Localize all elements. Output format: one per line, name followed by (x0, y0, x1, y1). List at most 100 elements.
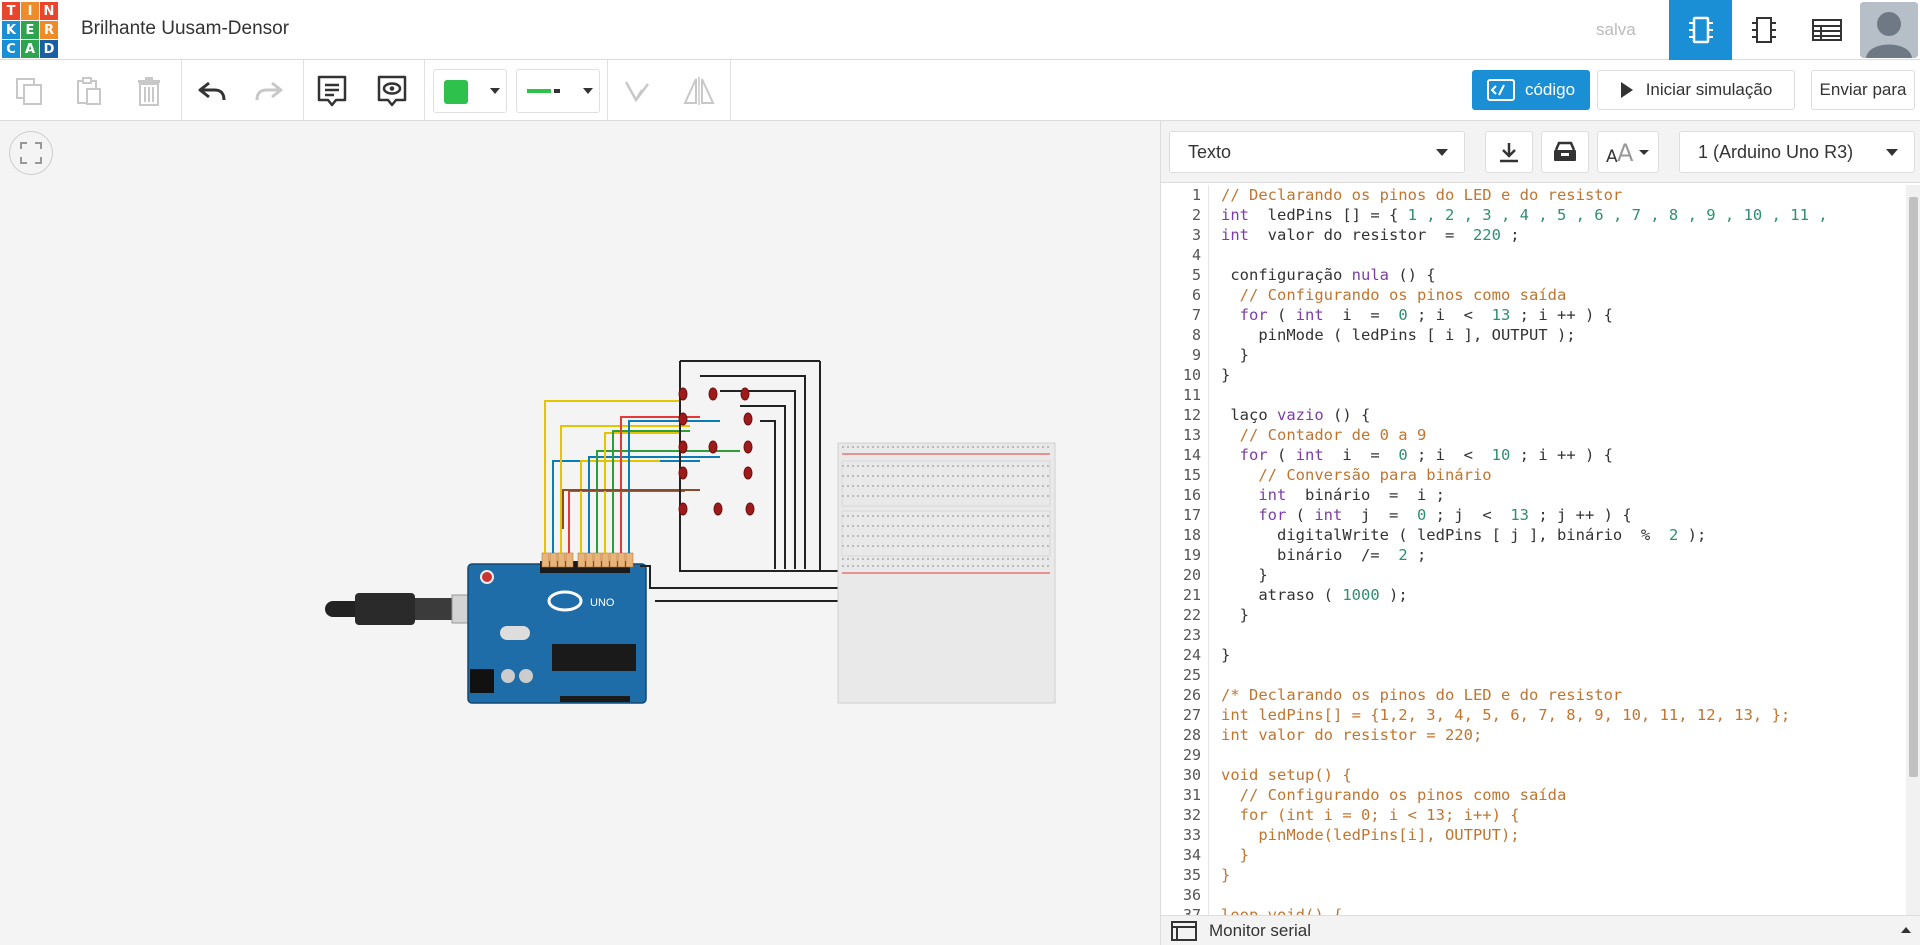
code-line: for ( int i = 0 ; i < 13 ; i ++ ) { (1221, 306, 1613, 324)
start-simulation-button[interactable]: Iniciar simulação (1597, 70, 1795, 110)
code-button-label: código (1524, 80, 1576, 99)
toggle-notes-visibility-button[interactable] (369, 68, 415, 114)
line-number: 23 (1182, 626, 1201, 644)
code-line: for (int i = 0; i < 13; i++) { (1221, 806, 1520, 824)
line-number: 30 (1182, 766, 1201, 784)
code-line: // Configurando os pinos como saída (1221, 286, 1567, 304)
svg-text:A: A (1606, 147, 1618, 164)
code-line: int binário = i ; (1221, 486, 1445, 504)
line-number: 37 (1182, 906, 1201, 915)
line-number-gutter (1161, 185, 1209, 915)
line-number: 18 (1182, 526, 1201, 544)
project-title[interactable]: Brilhante Uusam-Densor (81, 18, 290, 39)
line-number: 34 (1182, 846, 1201, 864)
logo-letter: I (21, 2, 39, 20)
code-line: } (1221, 606, 1249, 624)
logo-letter: D (40, 40, 58, 58)
fill-color-dropdown[interactable] (433, 69, 507, 113)
code-button[interactable]: código (1472, 70, 1590, 110)
chevron-down-icon (583, 88, 593, 94)
line-number: 20 (1182, 566, 1201, 584)
chevron-up-icon[interactable] (1901, 927, 1911, 933)
undo-button[interactable] (189, 68, 235, 114)
code-line: pinMode(ledPins[i], OUTPUT); (1221, 826, 1520, 844)
redo-button[interactable] (246, 68, 292, 114)
logo-letter: T (2, 2, 20, 20)
toolbar-separator (607, 60, 608, 120)
line-number: 7 (1191, 306, 1201, 324)
circuit-drawing[interactable]: UNO (0, 121, 1160, 945)
chevron-down-icon (490, 88, 500, 94)
circuit-view-button[interactable] (1669, 0, 1732, 60)
line-number: 17 (1182, 506, 1201, 524)
resistor-array[interactable] (541, 552, 634, 568)
eye-note-icon (377, 75, 407, 107)
wires[interactable] (544, 360, 1041, 602)
zoom-to-fit-button[interactable] (9, 131, 53, 175)
circuit-canvas[interactable]: UNO (0, 121, 1160, 945)
send-to-label: Enviar para (1819, 80, 1907, 99)
delete-button[interactable] (126, 68, 172, 114)
code-line: // Conversão para binário (1221, 466, 1492, 484)
download-code-button[interactable] (1485, 131, 1533, 173)
breadboard[interactable] (837, 442, 1056, 704)
code-line: } (1221, 366, 1231, 384)
send-to-button[interactable]: Enviar para (1811, 70, 1915, 110)
line-number: 21 (1182, 586, 1201, 604)
code-line: /* Declarando os pinos do LED e do resis… (1221, 686, 1623, 704)
line-number: 29 (1182, 746, 1201, 764)
code-line: atraso ( 1000 ); (1221, 586, 1408, 604)
simulation-button-label: Iniciar simulação (1645, 80, 1773, 99)
schematic-view-button[interactable] (1732, 0, 1795, 60)
flip-button[interactable] (676, 68, 722, 114)
circuit-board-icon (1688, 16, 1713, 44)
redo-icon (255, 81, 283, 101)
line-number: 6 (1191, 286, 1201, 304)
align-button[interactable] (614, 68, 660, 114)
code-line: int valor do resistor = 220; (1221, 726, 1483, 744)
code-line: loop void() { (1221, 906, 1343, 915)
serial-monitor-bar[interactable]: Monitor serial (1161, 915, 1920, 945)
code-line: } (1221, 566, 1268, 584)
logo-letter: A (21, 40, 39, 58)
code-editor[interactable]: 1// Declarando os pinos do LED e do resi… (1161, 185, 1920, 915)
align-icon (624, 81, 649, 103)
copy-button[interactable] (6, 68, 52, 114)
scrollbar-thumb[interactable] (1909, 197, 1918, 777)
paste-icon (77, 77, 101, 105)
code-line: void setup() { (1221, 766, 1352, 784)
code-line: // Configurando os pinos como saída (1221, 786, 1567, 804)
code-line: } (1221, 646, 1231, 664)
line-number: 31 (1182, 786, 1201, 804)
line-number: 15 (1182, 466, 1201, 484)
code-line: binário /= 2 ; (1221, 546, 1427, 564)
editor-scrollbar[interactable] (1906, 185, 1920, 915)
component-list-button[interactable] (1795, 0, 1858, 60)
download-icon (1500, 143, 1518, 163)
device-select[interactable]: 1 (Arduino Uno R3) (1679, 131, 1915, 173)
tinkercad-logo[interactable]: T I N K E R C A D (2, 2, 58, 58)
note-icon (317, 75, 347, 107)
line-number: 28 (1182, 726, 1201, 744)
led-array[interactable] (678, 387, 755, 516)
code-mode-select[interactable]: Texto (1169, 131, 1465, 173)
notes-button[interactable] (309, 68, 355, 114)
code-line: } (1221, 346, 1249, 364)
toolbar-separator (303, 60, 304, 120)
wire-style-dropdown[interactable] (516, 69, 600, 113)
serial-monitor-label: Monitor serial (1209, 920, 1312, 940)
save-status: salva (1596, 20, 1636, 39)
code-line: digitalWrite ( ledPins [ j ], binário % … (1221, 526, 1707, 544)
wire-style-icon (527, 89, 560, 93)
line-number: 26 (1182, 686, 1201, 704)
libraries-button[interactable] (1541, 131, 1589, 173)
user-avatar[interactable] (1860, 2, 1918, 58)
line-number: 27 (1182, 706, 1201, 724)
arduino-uno-board[interactable]: UNO (467, 561, 647, 704)
logo-letter: R (40, 21, 58, 39)
line-number: 35 (1182, 866, 1201, 884)
paste-button[interactable] (66, 68, 112, 114)
